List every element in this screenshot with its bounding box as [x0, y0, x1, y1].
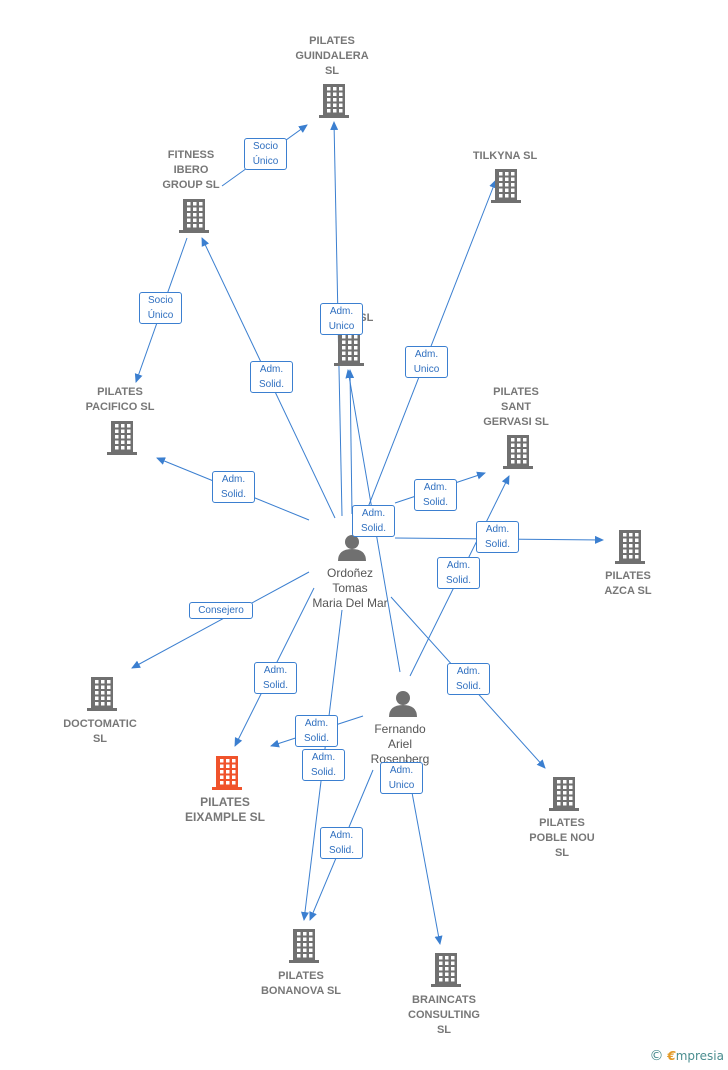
building-icon — [319, 84, 349, 118]
brand-name: mpresia — [675, 1049, 724, 1063]
node-person-ordonez[interactable]: Ordoñez Tomas Maria Del Mar — [300, 566, 400, 611]
edge-label-socio-unico: Socio Único — [139, 292, 182, 324]
node-pilates-eixample[interactable]: PILATES EIXAMPLE SL — [170, 795, 280, 825]
person-icon — [389, 691, 417, 717]
building-icon — [334, 332, 364, 366]
node-fitness-ibero-group[interactable]: FITNESS IBERO GROUP SL — [146, 148, 236, 193]
edge-label-adm-solid: Adm. Solid. — [212, 471, 255, 503]
node-label: PILATES GUINDALERA SL — [295, 35, 369, 77]
edge-label-adm-solid: Adm. Solid. — [250, 361, 293, 393]
edge-label-adm-solid: Adm. Solid. — [447, 663, 490, 695]
edge-label-adm-solid: Adm. Solid. — [414, 479, 457, 511]
node-label: Ordoñez Tomas Maria Del Mar — [312, 566, 388, 610]
node-pilates-sant-gervasi[interactable]: PILATES SANT GERVASI SL — [466, 385, 566, 430]
icons-layer — [87, 84, 645, 987]
node-braincats-consulting[interactable]: BRAINCATS CONSULTING SL — [394, 993, 494, 1038]
building-icon — [549, 777, 579, 811]
edge-label-adm-solid: Adm. Solid. — [476, 521, 519, 553]
node-label: PILATES SANT GERVASI SL — [483, 386, 549, 428]
edge-label-adm-unico: Adm. Unico — [320, 303, 363, 335]
edge-label-consejero: Consejero — [189, 602, 253, 619]
building-icon — [615, 530, 645, 564]
building-icon — [289, 929, 319, 963]
node-label: FITNESS IBERO GROUP SL — [162, 149, 220, 191]
edge-label-adm-solid: Adm. Solid. — [302, 749, 345, 781]
edge-label-adm-unico: Adm. Unico — [380, 762, 423, 794]
node-label: DOCTOMATIC SL — [63, 718, 137, 745]
node-label: Fernando Ariel Rosenberg — [370, 722, 430, 766]
edge-label-adm-unico: Adm. Unico — [405, 346, 448, 378]
building-icon — [212, 756, 242, 790]
edge-line — [346, 369, 355, 515]
node-pilates-poble-nou[interactable]: PILATES POBLE NOU SL — [512, 816, 612, 861]
node-pilates-pacifico[interactable]: PILATES PACIFICO SL — [70, 385, 170, 415]
node-label: BRAINCATS CONSULTING SL — [408, 994, 480, 1036]
node-label: TILKYNA SL — [472, 150, 538, 162]
node-pilates-azca[interactable]: PILATES AZCA SL — [578, 569, 678, 599]
node-label: PILATES BONANOVA SL — [260, 970, 342, 997]
edge-label-adm-solid: Adm. Solid. — [437, 557, 480, 589]
node-pilates-guindalera[interactable]: PILATES GUINDALERA SL — [282, 34, 382, 79]
building-icon — [503, 435, 533, 469]
building-icon — [107, 421, 137, 455]
edge-label-adm-solid: Adm. Solid. — [320, 827, 363, 859]
node-pilates-bonanova[interactable]: PILATES BONANOVA SL — [246, 969, 356, 999]
node-doctomatic[interactable]: DOCTOMATIC SL — [50, 717, 150, 747]
empresia-logo-icon: € — [667, 1049, 676, 1063]
node-label: PILATES POBLE NOU SL — [529, 817, 595, 859]
building-icon — [431, 953, 461, 987]
node-label: PILATES PACIFICO SL — [85, 386, 155, 413]
edge-line — [131, 571, 310, 669]
node-person-fernando[interactable]: Fernando Ariel Rosenberg — [352, 722, 448, 767]
edge-label-socio-unico: Socio Único — [244, 138, 287, 170]
node-label: PILATES EIXAMPLE SL — [184, 795, 265, 824]
node-tilkyna[interactable]: TILKYNA SL — [455, 149, 555, 164]
node-label: PILATES AZCA SL — [604, 570, 652, 597]
person-icon — [338, 535, 366, 561]
edge-label-adm-solid: Adm. Solid. — [254, 662, 297, 694]
building-icon — [179, 199, 209, 233]
edge-label-adm-solid: Adm. Solid. — [295, 715, 338, 747]
empresia-brand[interactable]: © €mpresia — [650, 1048, 725, 1064]
building-icon — [491, 169, 521, 203]
building-icon — [87, 677, 117, 711]
copyright-icon: © — [649, 1048, 664, 1064]
edge-label-adm-solid: Adm. Solid. — [352, 505, 395, 537]
